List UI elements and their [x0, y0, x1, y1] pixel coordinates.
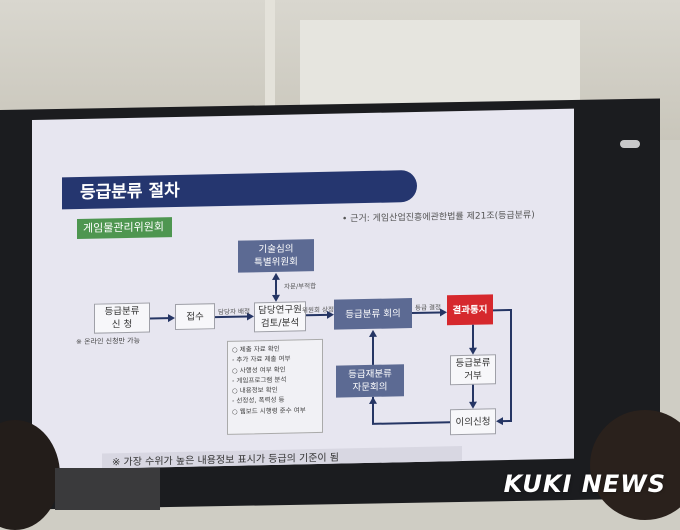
node-result: 결과통지 [447, 294, 493, 326]
label-tech: 자문/부적합 [284, 282, 317, 291]
audience-head [590, 410, 680, 520]
edge-reclass-meeting [372, 335, 374, 365]
arrowhead [369, 396, 377, 404]
review-checklist: ○ 제출 자료 확인 - 추가 자료 제출 여부 ○ 사행성 여부 확인 - 게… [227, 338, 323, 435]
arrowhead [168, 314, 175, 323]
arrowhead [272, 294, 280, 302]
online-note: ※ 온라인 신청만 가능 [76, 336, 141, 347]
edge-right-down [510, 308, 512, 421]
node-reclassify: 등급재분류 자문회의 [336, 364, 404, 398]
organization-tag: 게임물관리위원회 [77, 217, 172, 240]
checklist-item: ○ 웹보드 시행령 준수 여부 [232, 406, 306, 416]
node-objection: 이의신청 [450, 408, 496, 436]
label-assign: 담당자 배정 [218, 307, 250, 317]
edge-refuse-objection [472, 384, 474, 403]
node-receive: 접수 [175, 303, 215, 331]
legal-basis: • 근거: 게임산업진흥에관한법률 제21조(등급분류) [342, 210, 535, 225]
slide-title: 등급분류 절차 [62, 169, 417, 210]
label-commit: 위원회 상정 [302, 305, 334, 315]
node-apply: 등급분류 신 청 [94, 302, 150, 334]
wall-edge [265, 0, 275, 120]
edge-result-refuse [472, 324, 474, 349]
arrowhead [469, 401, 477, 409]
edge-to-objection [502, 419, 512, 423]
arrowhead [272, 272, 280, 280]
arrowhead [440, 308, 447, 317]
node-meeting: 등급분류 회의 [334, 298, 412, 330]
node-refuse: 등급분류 거부 [450, 354, 496, 386]
wall-panel [300, 20, 580, 115]
laptop [55, 468, 160, 510]
edge-review-committee [275, 278, 277, 295]
edge-apply-receive [150, 317, 168, 320]
arrowhead [496, 417, 503, 426]
arrowhead [369, 329, 377, 337]
kuki-news-watermark: KUKI NEWS [503, 470, 666, 498]
label-decide: 등급 결정 [415, 303, 441, 312]
presentation-slide: 등급분류 절차 게임물관리위원회 • 근거: 게임산업진흥에관한법률 제21조(… [32, 108, 574, 470]
edge-objection-left [372, 421, 450, 425]
edge-result-right [493, 308, 511, 312]
node-review: 담당연구원 검토/분석 [254, 301, 306, 333]
arrowhead [469, 347, 477, 355]
ceiling-light [620, 140, 640, 148]
node-committee: 기술심의 특별위원회 [238, 239, 314, 273]
